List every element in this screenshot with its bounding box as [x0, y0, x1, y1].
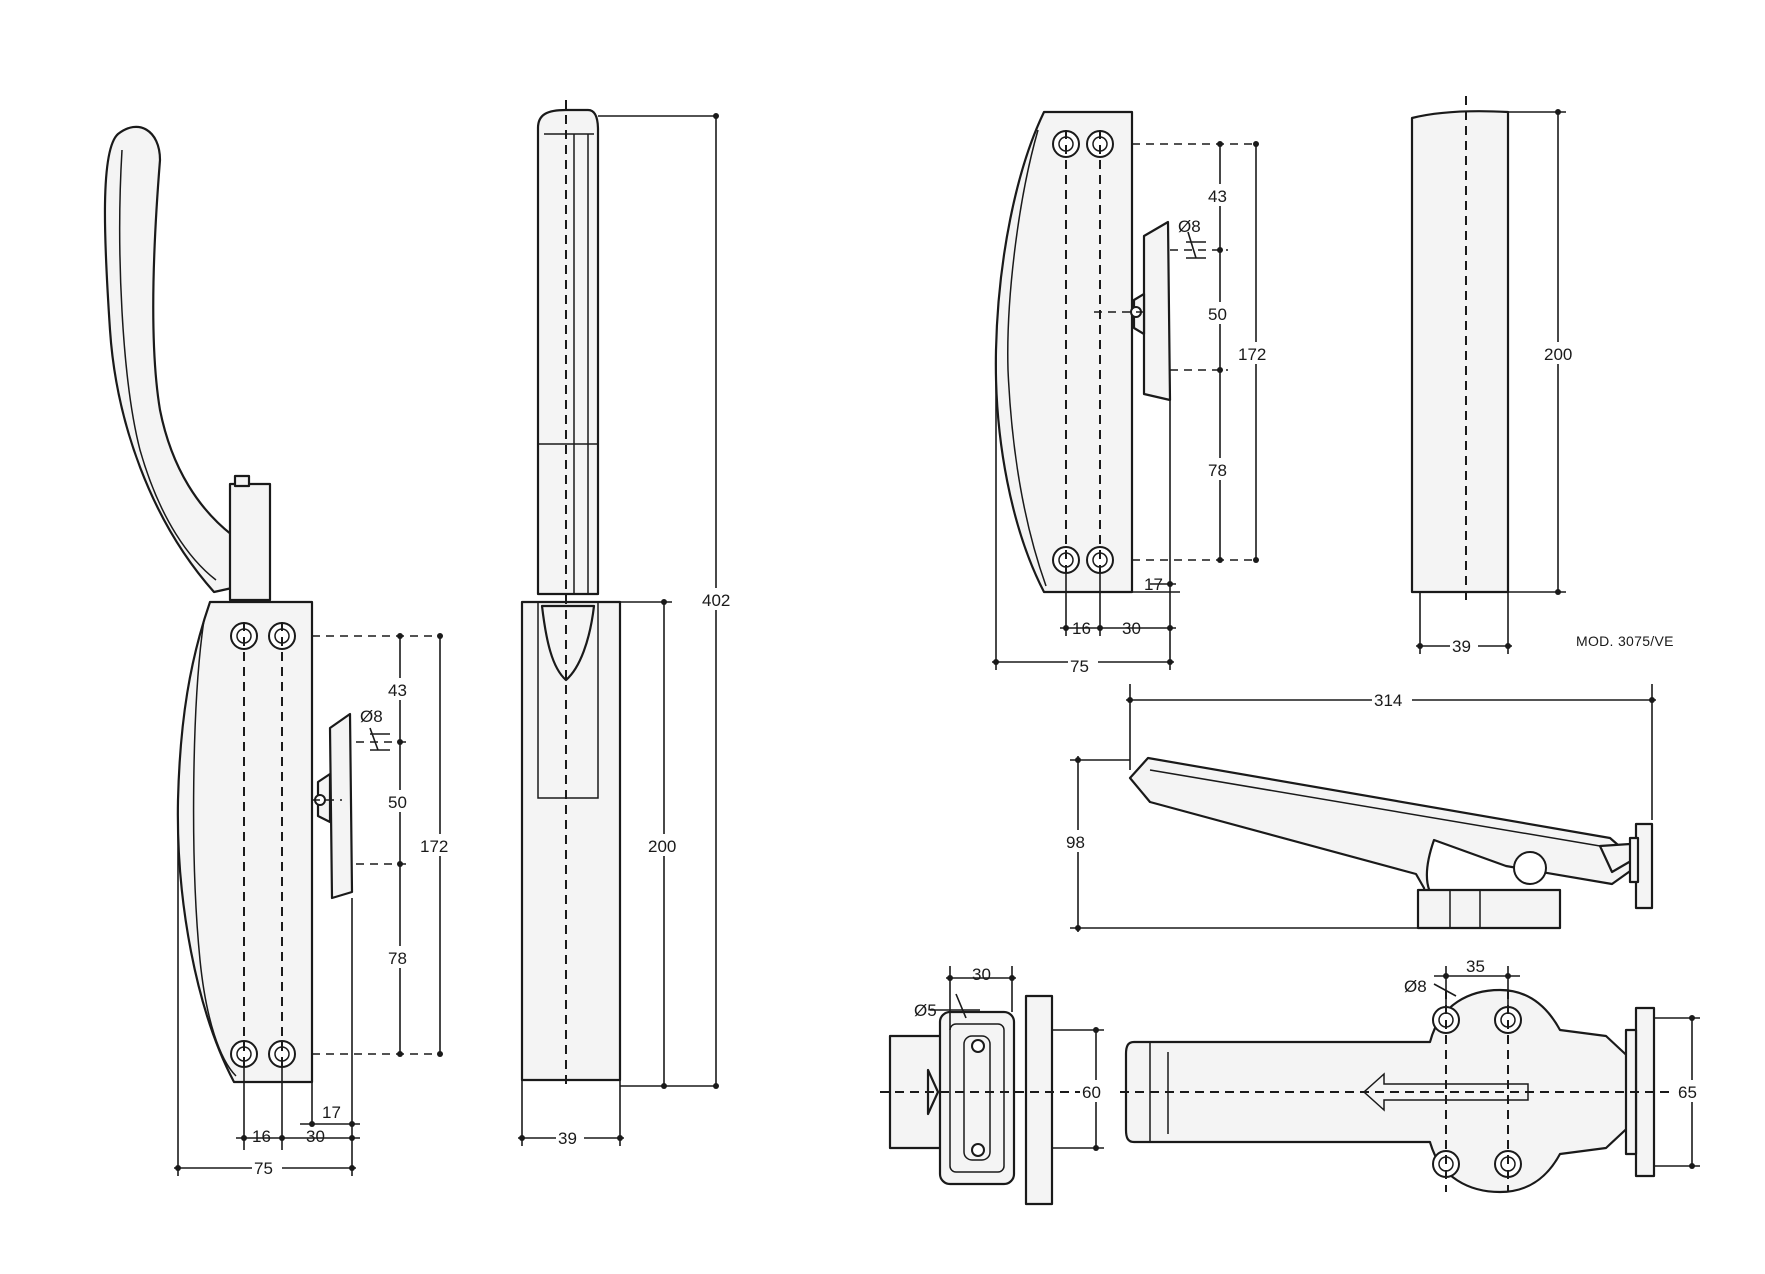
- strike-plan-view: 30 Ø5 60: [880, 965, 1110, 1206]
- top-dim-dia8: Ø8: [1404, 977, 1427, 996]
- dim-402: 402: [702, 591, 730, 610]
- top-dim-35: 35: [1466, 957, 1485, 976]
- handle-lever: [103, 125, 234, 594]
- dim-172: 172: [420, 837, 448, 856]
- strike-front-view: 43 Ø8 50 172 78 17 16 30 75: [992, 110, 1278, 678]
- strike-side-dim-200: 200: [1544, 345, 1572, 364]
- strike-side-dim-39: 39: [1452, 637, 1471, 656]
- strike-side-view: 200 39 MOD. 3075/VE: [1410, 96, 1674, 658]
- plan-dim-dia5: Ø5: [914, 1001, 937, 1020]
- dim-43: 43: [388, 681, 407, 700]
- side-view-handle: 402 200 39: [518, 100, 736, 1150]
- open-elevation-view: 314 98: [1064, 684, 1656, 932]
- strike-latch: [1142, 220, 1172, 402]
- dim-50: 50: [388, 793, 407, 812]
- strike-dim-17: 17: [1144, 575, 1163, 594]
- handle-side: [536, 108, 600, 596]
- strike-dim-78: 78: [1208, 461, 1227, 480]
- top-view: Ø8 35 65: [1120, 957, 1708, 1194]
- strike-dim-16: 16: [1072, 619, 1091, 638]
- front-view-handle: 43 Ø8 50 172 78 17 16 30 75: [103, 125, 460, 1180]
- open-dim-314: 314: [1374, 691, 1402, 710]
- dim-16: 16: [252, 1127, 271, 1146]
- model-label: MOD. 3075/VE: [1576, 633, 1674, 649]
- plan-dim-60: 60: [1082, 1083, 1101, 1102]
- strike-dim-50: 50: [1208, 305, 1227, 324]
- dim-75: 75: [254, 1159, 273, 1178]
- open-dim-98: 98: [1066, 833, 1085, 852]
- strike-side-body: [1410, 110, 1510, 594]
- strike-dim-dia8: Ø8: [1178, 217, 1201, 236]
- dim-200: 200: [648, 837, 676, 856]
- top-dim-65: 65: [1678, 1083, 1697, 1102]
- dim-78: 78: [388, 949, 407, 968]
- strike-body: [994, 110, 1134, 594]
- strike-dim-75: 75: [1070, 657, 1089, 676]
- dim-dia8: Ø8: [360, 707, 383, 726]
- strike-dim-30: 30: [1122, 619, 1141, 638]
- dim-39: 39: [558, 1129, 577, 1148]
- dim-17: 17: [322, 1103, 341, 1122]
- strike-dim-43: 43: [1208, 187, 1227, 206]
- plan-dim-30: 30: [972, 965, 991, 984]
- strike-dim-172: 172: [1238, 345, 1266, 364]
- dim-30: 30: [306, 1127, 325, 1146]
- latch-plate: [328, 712, 354, 900]
- handle-neck: [228, 482, 272, 602]
